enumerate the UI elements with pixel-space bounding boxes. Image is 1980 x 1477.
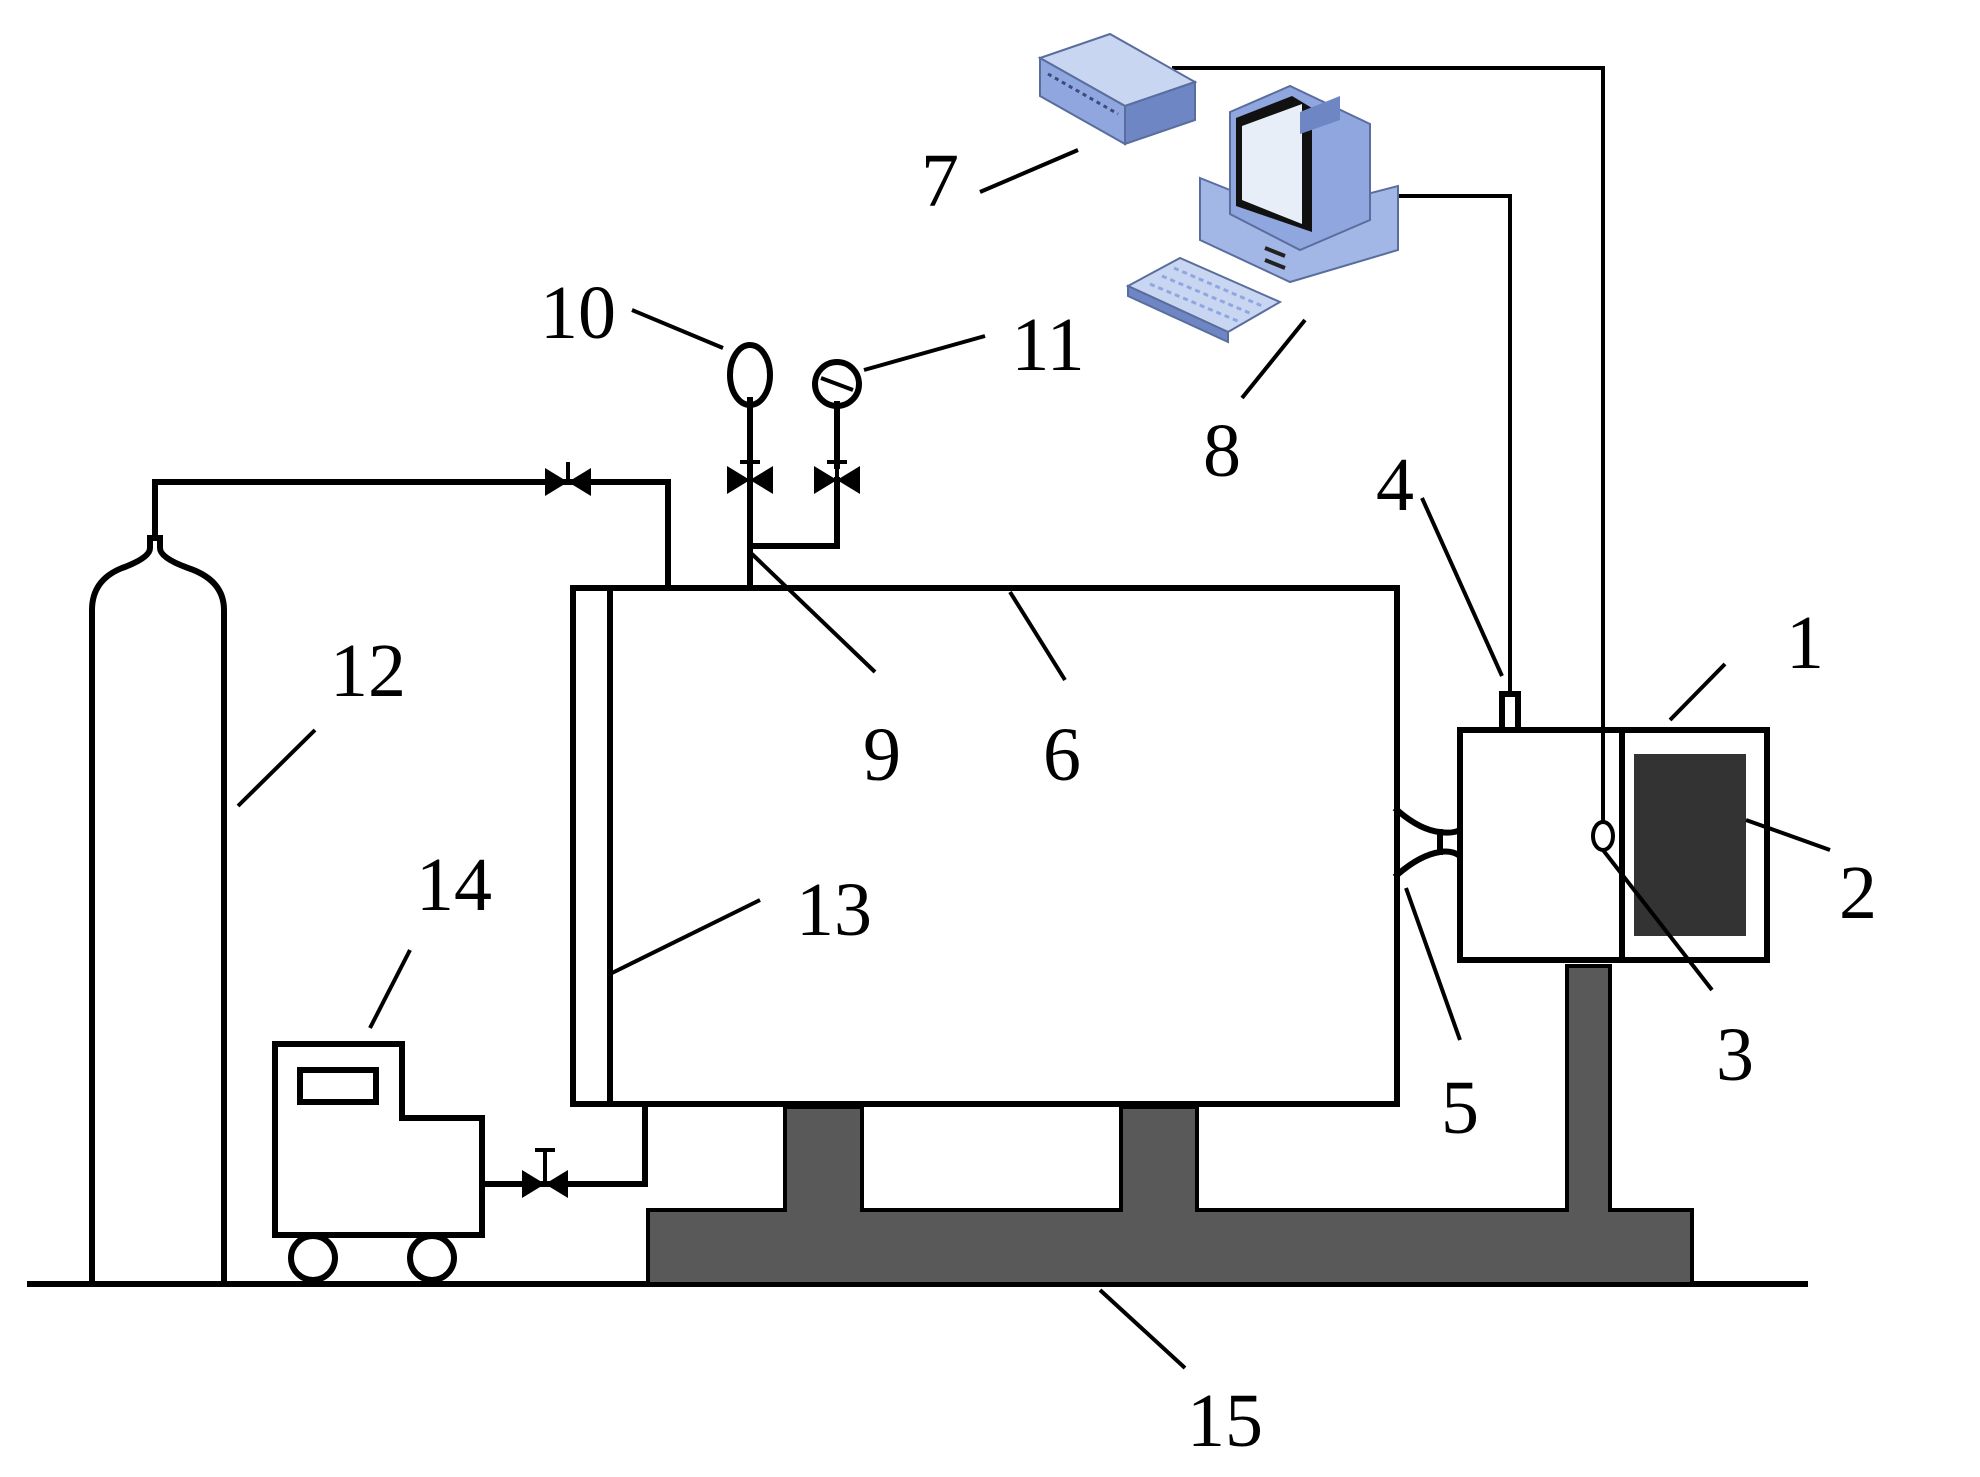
label-8: 8 <box>1203 409 1241 493</box>
pump-wheel-right <box>407 1233 457 1283</box>
leader-4 <box>1420 497 1504 677</box>
pressure-gauge-needle <box>820 376 854 392</box>
leader-7 <box>979 148 1079 194</box>
vacuum-pump-icon <box>272 1041 485 1238</box>
data-logger-icon <box>1037 32 1198 146</box>
leader-2 <box>1745 818 1831 852</box>
label-14: 14 <box>416 843 492 927</box>
cable-to-logger <box>1172 66 1605 822</box>
label-15: 15 <box>1187 1379 1263 1463</box>
label-7: 7 <box>921 139 959 223</box>
keyboard-icon <box>1125 256 1283 344</box>
leader-10 <box>631 308 724 350</box>
valve-icon <box>522 1148 568 1198</box>
safety-valve-icon <box>727 342 773 408</box>
leader-13 <box>611 898 761 975</box>
label-11: 11 <box>1011 303 1084 387</box>
valve-icon <box>545 462 591 496</box>
cable-to-computer <box>1392 194 1512 694</box>
label-12: 12 <box>330 629 406 713</box>
top-sensor <box>1499 691 1521 733</box>
label-13: 13 <box>796 868 872 952</box>
leader-9 <box>750 552 877 674</box>
leader-1 <box>1668 662 1727 722</box>
main-vessel <box>570 585 1400 1107</box>
label-6: 6 <box>1043 713 1081 797</box>
leader-11 <box>863 334 986 372</box>
leader-5 <box>1404 887 1462 1041</box>
leader-14 <box>368 949 412 1029</box>
label-2: 2 <box>1839 851 1877 935</box>
pump-display <box>297 1067 379 1105</box>
leader-8 <box>1240 318 1307 400</box>
label-10: 10 <box>540 271 616 355</box>
label-5: 5 <box>1441 1066 1479 1150</box>
gas-cylinder-icon <box>89 535 227 1287</box>
leader-12 <box>236 728 317 808</box>
gas-supply-line <box>152 479 671 591</box>
vacuum-line <box>479 1101 648 1187</box>
computer-icon <box>1199 84 1399 284</box>
vent-pipe <box>747 477 840 591</box>
label-9: 9 <box>863 713 901 797</box>
label-4: 4 <box>1376 443 1414 527</box>
pressure-gauge-icon <box>812 359 862 409</box>
valve-icon <box>727 460 773 494</box>
leader-15 <box>1098 1288 1187 1370</box>
label-1: 1 <box>1786 601 1824 685</box>
label-3: 3 <box>1716 1013 1754 1097</box>
leader-6 <box>1008 590 1067 682</box>
flexible-connector <box>1392 805 1465 880</box>
pump-wheel-left <box>288 1233 338 1283</box>
light-source-block <box>1634 754 1746 936</box>
leader-3 <box>1601 848 1714 992</box>
